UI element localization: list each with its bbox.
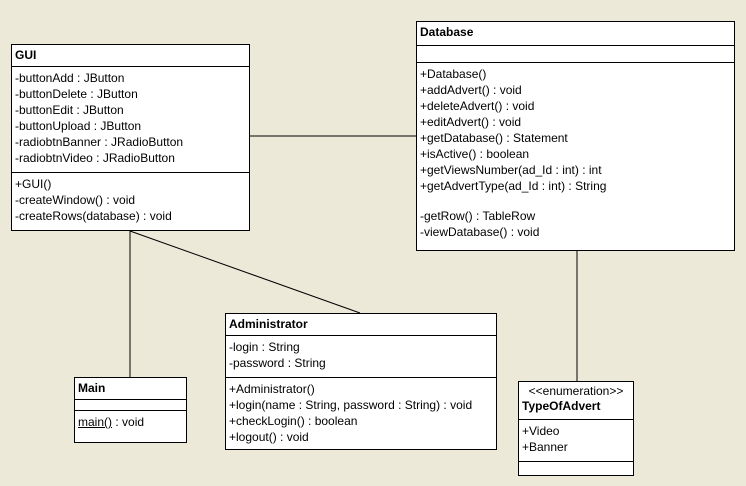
operation: -viewDatabase() : void — [420, 225, 540, 239]
static-operation-name: main() — [78, 415, 113, 429]
class-main[interactable]: Main main() : void — [74, 377, 187, 443]
enum-literal: +Video — [522, 424, 560, 438]
class-type-of-advert-header: <<enumeration>> TypeOfAdvert — [519, 382, 633, 420]
gui-administrator-association — [129, 230, 361, 314]
static-operation-return: : void — [112, 415, 145, 429]
operation: +Database() — [420, 67, 487, 81]
operation: -createRows(database) : void — [15, 209, 172, 223]
attribute: -buttonAdd : JButton — [15, 71, 125, 85]
operation: +isActive() : boolean — [420, 147, 530, 161]
class-type-of-advert-literals: +Video +Banner — [519, 420, 633, 462]
class-database-operations: +Database() +addAdvert() : void +deleteA… — [417, 63, 734, 242]
attribute: -radiobtnVideo : JRadioButton — [15, 151, 175, 165]
class-gui-operations: +GUI() -createWindow() : void -createRow… — [12, 173, 249, 226]
operation: main() : void — [78, 414, 183, 430]
class-main-operations: main() : void — [75, 411, 186, 432]
class-administrator-operations: +Administrator() +login(name : String, p… — [226, 378, 496, 447]
attribute: -login : String — [229, 340, 300, 354]
class-gui[interactable]: GUI -buttonAdd : JButton -buttonDelete :… — [11, 44, 250, 231]
class-gui-name: GUI — [12, 45, 249, 67]
class-database[interactable]: Database +Database() +addAdvert() : void… — [416, 21, 735, 251]
operation: +getAdvertType(ad_Id : int) : String — [420, 179, 607, 193]
enum-literal: +Banner — [522, 440, 568, 454]
class-gui-attributes: -buttonAdd : JButton -buttonDelete : JBu… — [12, 67, 249, 173]
attribute: -buttonUpload : JButton — [15, 119, 142, 133]
attribute: -radiobtnBanner : JRadioButton — [15, 135, 184, 149]
class-administrator-name: Administrator — [226, 314, 496, 336]
class-administrator[interactable]: Administrator -login : String -password … — [225, 313, 497, 450]
class-administrator-attributes: -login : String -password : String — [226, 336, 496, 378]
operation: -getRow() : TableRow — [420, 209, 536, 223]
operation: +login(name : String, password : String)… — [229, 398, 473, 412]
attribute: -password : String — [229, 356, 326, 370]
class-type-of-advert-name: TypeOfAdvert — [522, 399, 601, 413]
enumeration-stereotype: <<enumeration>> — [528, 384, 624, 398]
operation: +GUI() — [15, 177, 52, 191]
class-main-name: Main — [75, 378, 186, 400]
class-type-of-advert[interactable]: <<enumeration>> TypeOfAdvert +Video +Ban… — [518, 381, 634, 476]
class-database-attributes — [417, 46, 734, 63]
operation: +Administrator() — [229, 382, 315, 396]
operation: +deleteAdvert() : void — [420, 99, 535, 113]
operation: +editAdvert() : void — [420, 115, 522, 129]
attribute: -buttonEdit : JButton — [15, 103, 124, 117]
operation-gap — [420, 194, 731, 208]
operation: -createWindow() : void — [15, 193, 136, 207]
class-main-attributes — [75, 400, 186, 411]
operation: +logout() : void — [229, 430, 309, 444]
operation: +getViewsNumber(ad_Id : int) : int — [420, 163, 602, 177]
operation: +getDatabase() : Statement — [420, 131, 568, 145]
attribute: -buttonDelete : JButton — [15, 87, 138, 101]
operation: +addAdvert() : void — [420, 83, 522, 97]
operation: +checkLogin() : boolean — [229, 414, 358, 428]
class-database-name: Database — [417, 22, 734, 46]
